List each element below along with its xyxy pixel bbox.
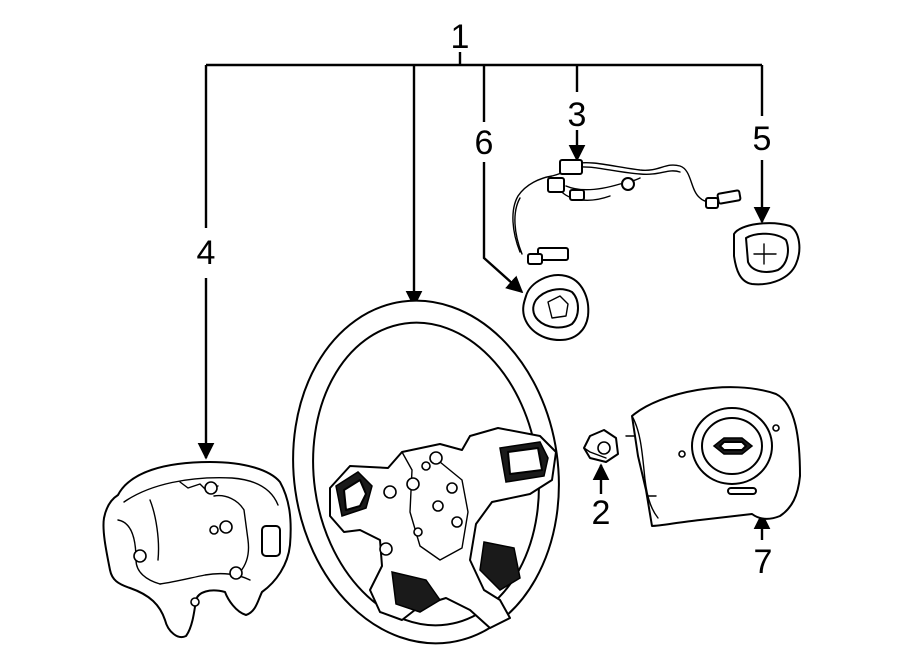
airbag-module-part (625, 386, 801, 527)
callout-6: 6 (475, 124, 494, 162)
nut-part (583, 429, 619, 463)
callout-2: 2 (592, 494, 611, 532)
callout-labels: 1 2 3 4 5 6 7 (197, 18, 773, 581)
steering-wheel-shroud-part (102, 461, 292, 638)
steering-wheel-part (292, 299, 560, 645)
wiring-harness-part (512, 159, 742, 265)
callout-3: 3 (568, 96, 587, 134)
callout-5: 5 (753, 120, 772, 158)
callout-4: 4 (197, 234, 216, 272)
callout-1: 1 (451, 18, 470, 56)
leader-lines (197, 52, 771, 540)
callout-7: 7 (754, 543, 773, 581)
right-switch-part (733, 222, 801, 286)
left-switch-part (522, 274, 590, 341)
